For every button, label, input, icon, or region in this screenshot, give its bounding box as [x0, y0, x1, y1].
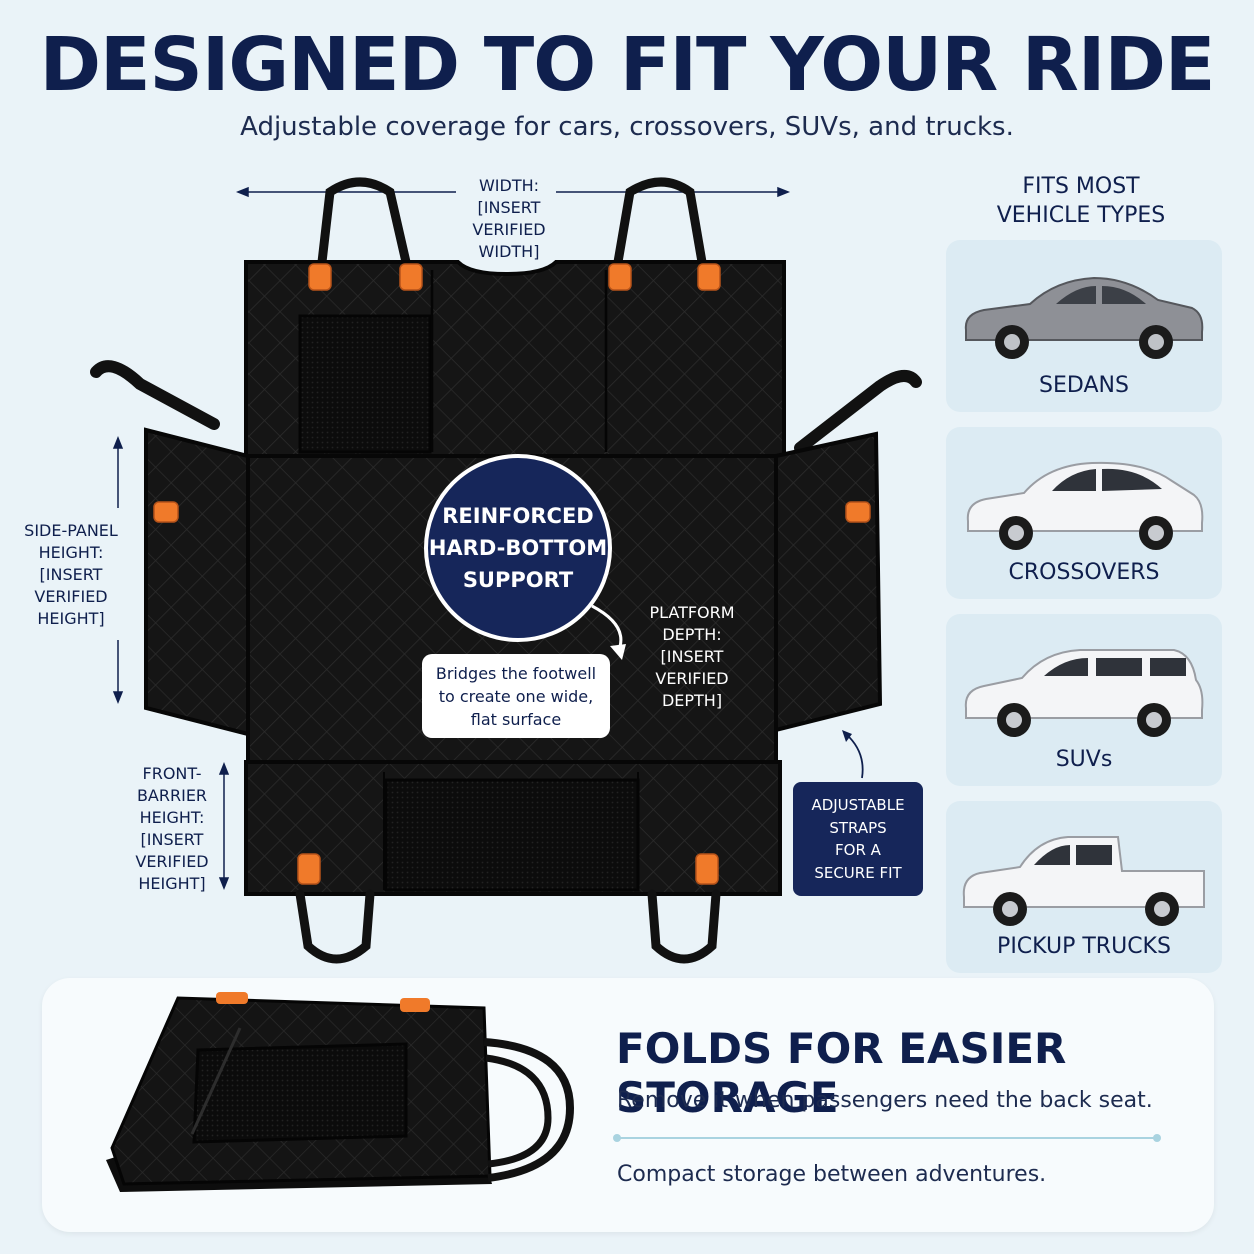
page-subtitle: Adjustable coverage for cars, crossovers…: [240, 112, 1014, 142]
vehicle-label-sedans: SEDANS: [1039, 373, 1129, 398]
width-arrow: [235, 186, 791, 198]
front-barrier-height-label: FRONT- BARRIER HEIGHT: [INSERT VERIFIED …: [135, 764, 209, 893]
vehicle-types-title: FITS MOST VEHICLE TYPES: [996, 174, 1166, 228]
vehicle-label-pickup-trucks: PICKUP TRUCKS: [997, 934, 1171, 959]
bottom-straps: [295, 889, 721, 964]
anchor-tabs: [153, 263, 871, 885]
side-panel-height-arrow: [112, 435, 124, 705]
storage-divider: [613, 1134, 1161, 1142]
front-barrier-arrow: [218, 761, 230, 891]
headrest-straps: [317, 177, 707, 267]
front-mesh-pocket: [384, 778, 640, 892]
side-panel-height-label: SIDE-PANEL HEIGHT: [INSERT VERIFIED HEIG…: [24, 521, 118, 628]
side-straps: [90, 360, 922, 454]
left-side-panel: [144, 427, 250, 737]
crossover-icon: [966, 461, 1204, 550]
pickup-truck-icon: [962, 836, 1205, 926]
back-mesh-pocket: [298, 314, 432, 454]
vehicle-label-suvs: SUVs: [1055, 747, 1113, 772]
adjustable-straps-badge: ADJUSTABLE STRAPS FOR A SECURE FIT: [793, 782, 923, 896]
vehicle-card-sedan: SEDANS: [946, 240, 1222, 412]
suv-icon: [964, 649, 1204, 737]
storage-line-2: Compact storage between adventures.: [617, 1162, 1047, 1187]
storage-title: FOLDS FOR EASIER STORAGE: [616, 1024, 1067, 1122]
right-side-panel: [774, 431, 883, 733]
page-title: DESIGNED TO FIT YOUR RIDE: [39, 22, 1216, 108]
hard-bottom-badge: REINFORCED HARD-BOTTOM SUPPORT: [424, 454, 612, 642]
vehicle-label-crossovers: CROSSOVERS: [1008, 560, 1160, 585]
vehicle-card-pickup: PICKUP TRUCKS: [946, 801, 1222, 973]
storage-line-1: Remove it when passengers need the back …: [617, 1088, 1153, 1113]
folded-cover-image: [106, 992, 575, 1192]
vehicle-card-suv: SUVs: [946, 614, 1222, 786]
vehicle-card-crossover: CROSSOVERS: [946, 427, 1222, 599]
width-label: WIDTH: [INSERT VERIFIED WIDTH]: [472, 176, 546, 261]
sedan-icon: [964, 276, 1204, 359]
platform-depth-label: PLATFORM DEPTH: [INSERT VERIFIED DEPTH]: [649, 603, 735, 710]
straps-arrow: [845, 733, 864, 779]
footwell-callout: Bridges the footwell to create one wide,…: [422, 654, 610, 738]
